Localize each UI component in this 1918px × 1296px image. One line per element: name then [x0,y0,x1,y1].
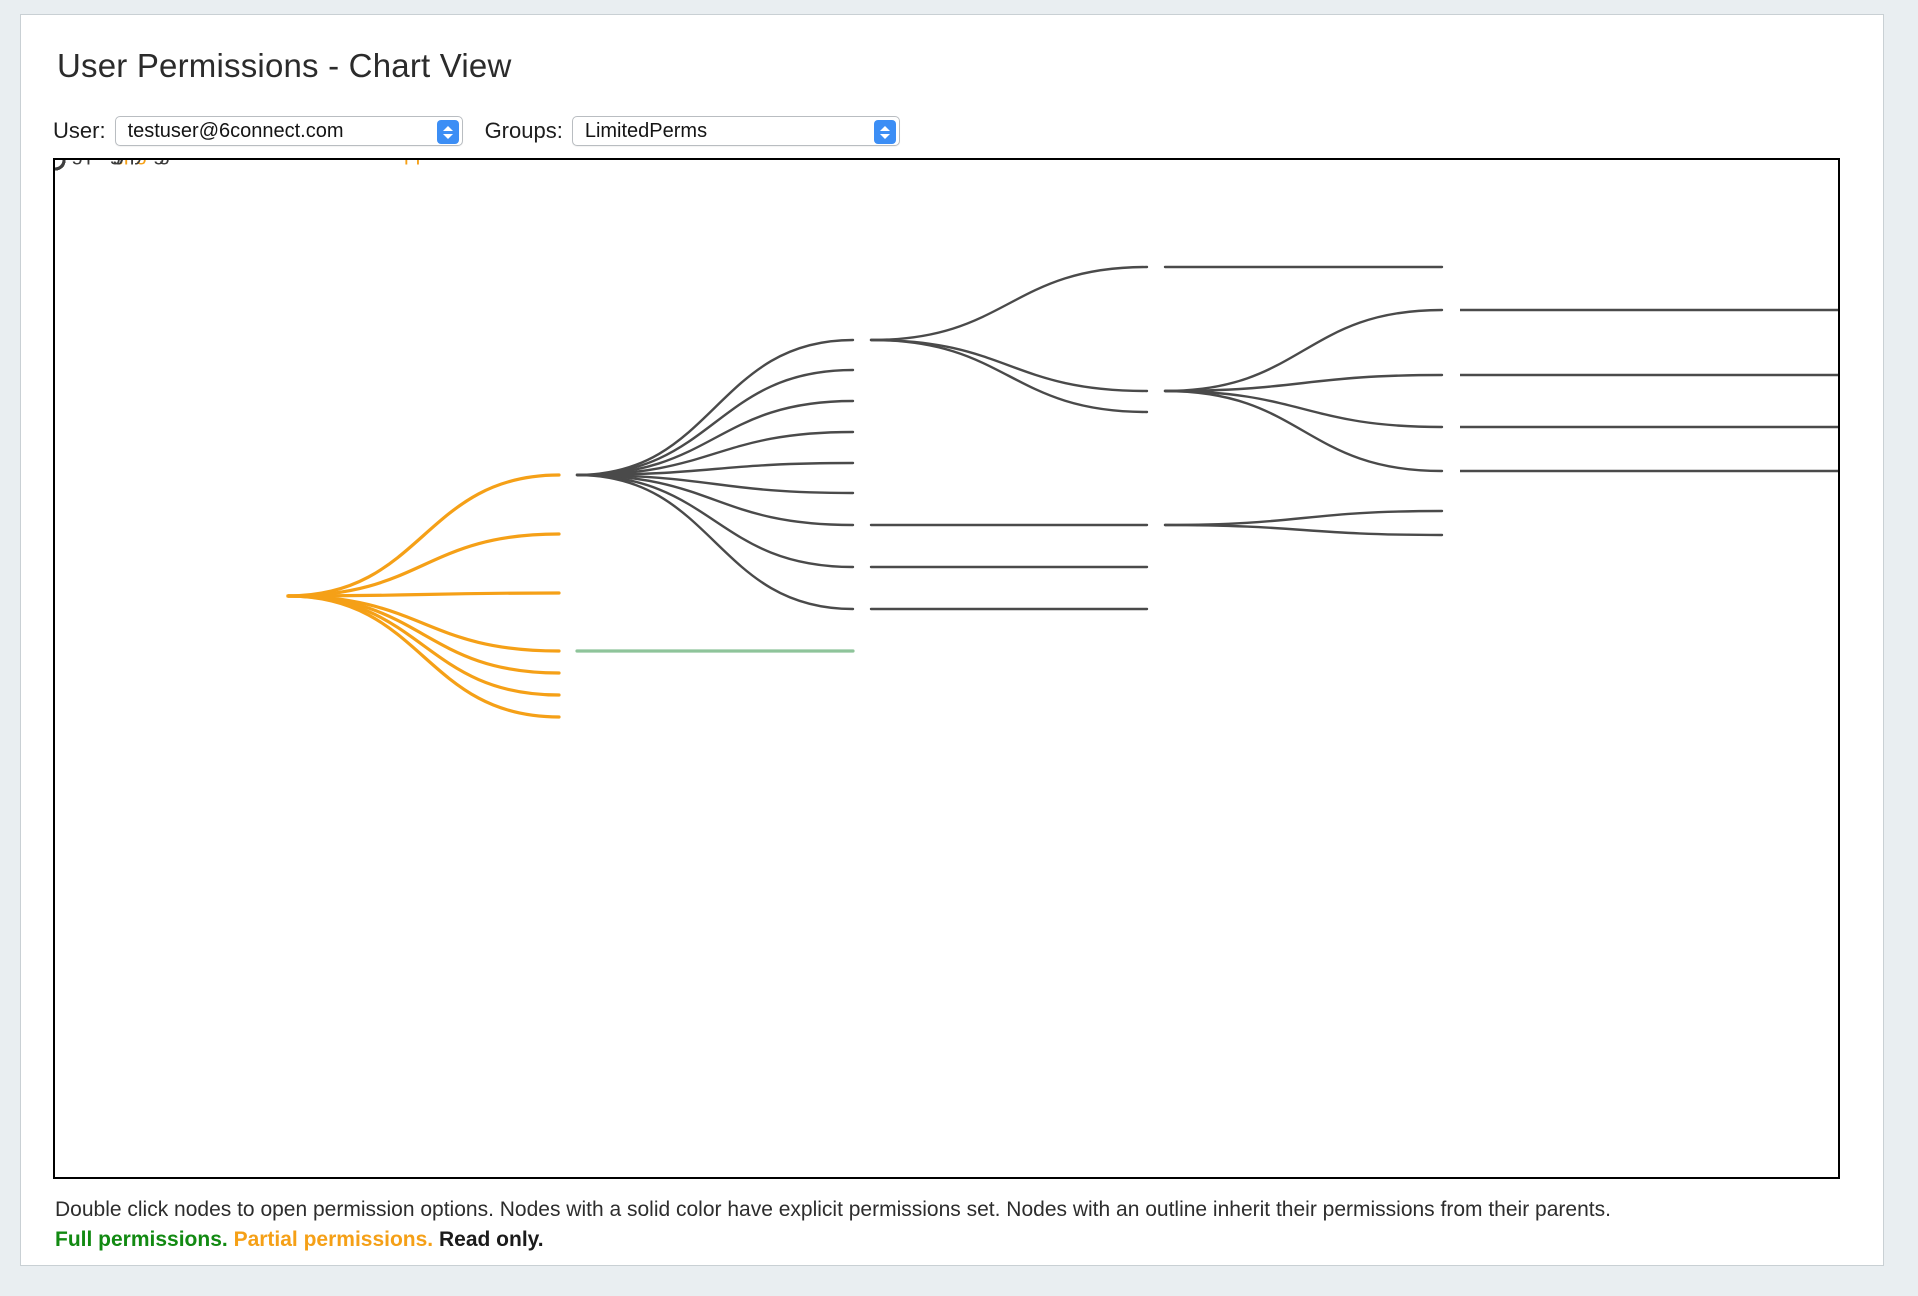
chevron-down-icon [879,133,890,139]
tree-edge [575,473,855,611]
tree-edge [1163,523,1444,537]
tree-edge [286,594,561,697]
legend-read-only: Read only. [439,1228,544,1251]
tree-edge [575,473,855,495]
permissions-tree-svg[interactable]: 7connectAcer Worldwidemuffins.xlsFakeMan… [55,160,1838,1177]
chevron-updown-icon[interactable] [436,120,459,144]
tree-edge [575,461,855,477]
tree-edge [1163,308,1444,393]
tree-node-label: Pete Testing [55,160,170,165]
tree-node-label: LimitedSrv [55,160,155,165]
groups-select-value: LimitedPerms [584,119,708,142]
chevron-up-icon [879,125,890,131]
chevron-up-icon [442,125,453,131]
tree-edge [286,532,561,598]
tree-edge [286,594,561,653]
tree-node-label: icon-bg.png [55,160,165,165]
tree-node-circle[interactable] [55,160,66,171]
edge-layer [286,265,1838,719]
tree-edge [1163,389,1444,473]
filter-controls: User: testuser@6connect.com Groups: Limi… [53,115,900,147]
footer-help-text: Double click nodes to open permission op… [55,1198,1611,1221]
node-layer[interactable]: 7connectAcer Worldwidemuffins.xlsFakeMan… [55,160,444,171]
chart-footer: Double click nodes to open permission op… [55,1198,1845,1252]
tree-node-label: codestyle.md [55,160,179,165]
tree-node[interactable]: LimitedSrv [55,160,155,171]
tree-node-label: LimitedPerms [55,160,183,165]
tree-edge [1163,389,1444,429]
tree-edge [286,594,561,719]
tree-node-label: logwatch-20150814 [55,160,239,165]
tree-node-label: ar1.voxity.net [55,160,178,165]
tree-edge [1163,373,1444,393]
tree-node-label: 3918 DHCP Module [55,160,241,165]
tree-edge [575,430,855,477]
tree-node-label: Slide2.jpg [55,160,147,165]
tree-node-label: 6connect Provision - Doc PDF Part 2.pptx [55,160,444,165]
user-select-label: User: [53,118,106,143]
tree-node-label: 3949 DHCP Module [55,160,241,165]
tree-node-label: 8connect [55,160,140,165]
tree-node-label: FakeManualDoc [55,160,208,165]
permissions-chart-frame[interactable]: 7connectAcer Worldwidemuffins.xlsFakeMan… [53,158,1840,1179]
tree-edge [286,594,561,675]
tree-edge [869,265,1149,342]
tree-edge [286,473,561,598]
tree-node-label: circuit1234 [55,160,157,165]
user-select[interactable]: testuser@6connect.com [114,116,463,146]
legend-partial-permissions: Partial permissions. [233,1228,434,1251]
groups-select-label: Groups: [484,118,563,143]
chevron-updown-icon[interactable] [873,120,896,144]
tree-edge [575,473,855,569]
tree-node-label: muffins.xls [55,160,154,165]
tree-edge [286,591,561,598]
permissions-page: User Permissions - Chart View User: test… [20,14,1884,1266]
legend-full-permissions: Full permissions. [55,1228,228,1251]
tree-edge [575,368,855,477]
groups-select[interactable]: LimitedPerms [571,116,900,146]
tree-edge [869,338,1149,414]
chevron-down-icon [442,133,453,139]
tree-edge [1163,509,1444,527]
tree-edge [575,338,855,477]
footer-legend: Full permissions. Partial permissions. R… [55,1228,1845,1252]
tree-edge [575,473,855,527]
tree-node-label: Virtual DC 1 [55,160,168,165]
user-select-value: testuser@6connect.com [127,119,344,142]
tree-node-label: SP.png [55,160,121,165]
tree-edge [869,338,1149,393]
tree-edge [575,399,855,477]
page-title: User Permissions - Chart View [57,47,512,84]
